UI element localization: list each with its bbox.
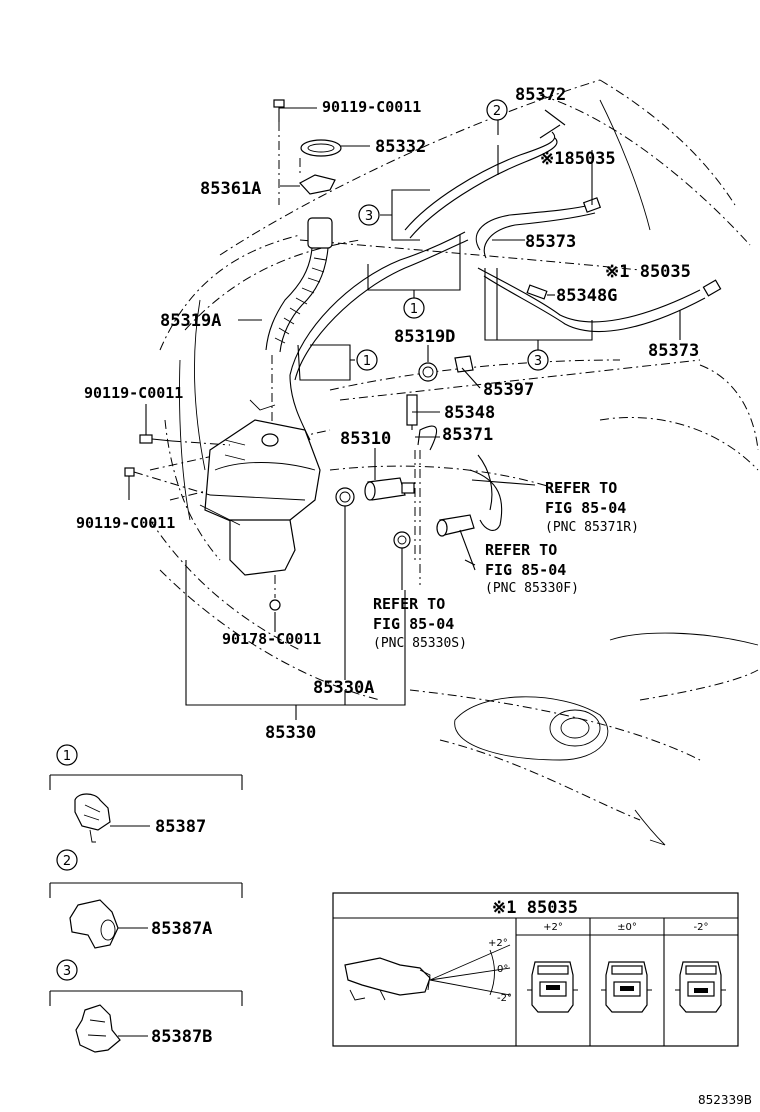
label-85373-right: 85373 (648, 341, 699, 361)
nozzle-face-zero (601, 961, 652, 1013)
clip-legend: 1 85387 2 85387A 3 85387B (49, 744, 243, 1053)
detail-col2: ±0° (617, 922, 637, 933)
refer2-line2: FIG 85-04 (485, 561, 566, 579)
label-85371: 85371 (442, 425, 493, 445)
clip-85387a-shape (69, 899, 119, 949)
detail-col3: -2° (694, 922, 709, 933)
callout-3-top-text: 3 (365, 209, 373, 224)
callout-1-mid (403, 297, 425, 319)
legend-1-part: 85387 (155, 817, 206, 837)
label-90119-low: 90119-C0011 (76, 514, 175, 532)
legend-3-circle (56, 959, 78, 981)
label-90119-top: 90119-C0011 (322, 98, 421, 116)
label-90119-mid: 90119-C0011 (84, 384, 183, 402)
refer1-line3: (PNC 85371R) (545, 520, 639, 535)
label-90178: 90178-C0011 (222, 630, 321, 648)
detail-col1: +2° (543, 922, 563, 933)
label-85319a: 85319A (160, 311, 221, 331)
callout-2-top (486, 99, 508, 121)
label-85397: 85397 (483, 380, 534, 400)
legend-2-circle (56, 849, 78, 871)
legend-2-part: 85387A (151, 919, 212, 939)
callout-3-right-text: 3 (534, 354, 542, 369)
legend-1-circle (56, 744, 78, 766)
leader-lines (185, 109, 681, 720)
label-85319d: 85319D (394, 327, 455, 347)
nozzle-shape (344, 957, 431, 996)
refer-blocks: REFER TO FIG 85-04 (PNC 85371R) REFER TO… (373, 479, 639, 651)
label-85035-top: ※185035 (540, 149, 616, 169)
callout-2-top-text: 2 (493, 104, 501, 119)
nozzle-detail-box: ※1 85035 +2° ±0° -2° +2° 0° -2° (332, 892, 739, 1047)
callout-1-left-text: 1 (363, 354, 371, 369)
legend-1-num: 1 (63, 749, 71, 764)
label-85035-right: ※1 85035 (605, 262, 691, 282)
refer2-line3: (PNC 85330F) (485, 581, 579, 596)
figure-code: 852339B (698, 1093, 752, 1107)
callout-1-left (356, 349, 378, 371)
filler-neck (238, 217, 333, 430)
hoses (289, 124, 722, 585)
cap-assembly (273, 99, 370, 205)
detail-title: ※1 85035 (492, 898, 578, 918)
label-85330: 85330 (265, 723, 316, 743)
refer1-line1: REFER TO (545, 479, 617, 497)
label-85348g: 85348G (556, 286, 617, 306)
refer3-line2: FIG 85-04 (373, 615, 454, 633)
callout-1-mid-text: 1 (410, 302, 418, 317)
bolts-left (124, 404, 231, 500)
legend-3-num: 3 (63, 964, 71, 979)
angle-top: +2° (488, 938, 508, 949)
legend-2-num: 2 (63, 854, 71, 869)
callouts: 2 3 1 1 3 (356, 99, 549, 371)
label-85372: 85372 (515, 85, 566, 105)
nozzle-face-minus2 (675, 961, 726, 1013)
callout-3-top (358, 204, 380, 226)
label-85361a: 85361A (200, 179, 261, 199)
refer3-line3: (PNC 85330S) (373, 636, 467, 651)
label-85330a: 85330A (313, 678, 374, 698)
legend-3-part: 85387B (151, 1027, 212, 1047)
angle-bot: -2° (497, 993, 512, 1004)
clip-85387b-shape (75, 1004, 121, 1053)
vehicle-outline (149, 79, 759, 846)
pumps (335, 355, 475, 549)
label-85348: 85348 (444, 403, 495, 423)
part-labels: 90119-C0011 85332 85361A 85372 ※185035 8… (76, 85, 699, 743)
refer3-line1: REFER TO (373, 595, 445, 613)
callout-3-right (527, 349, 549, 371)
nozzle-face-plus2 (527, 961, 578, 1013)
refer1-line2: FIG 85-04 (545, 499, 626, 517)
washer-tank (199, 399, 321, 632)
label-85332: 85332 (375, 137, 426, 157)
refer2-line1: REFER TO (485, 541, 557, 559)
label-85373-top: 85373 (525, 232, 576, 252)
angle-mid: 0° (497, 964, 508, 975)
clip-85387-shape (74, 793, 111, 831)
label-85310: 85310 (340, 429, 391, 449)
